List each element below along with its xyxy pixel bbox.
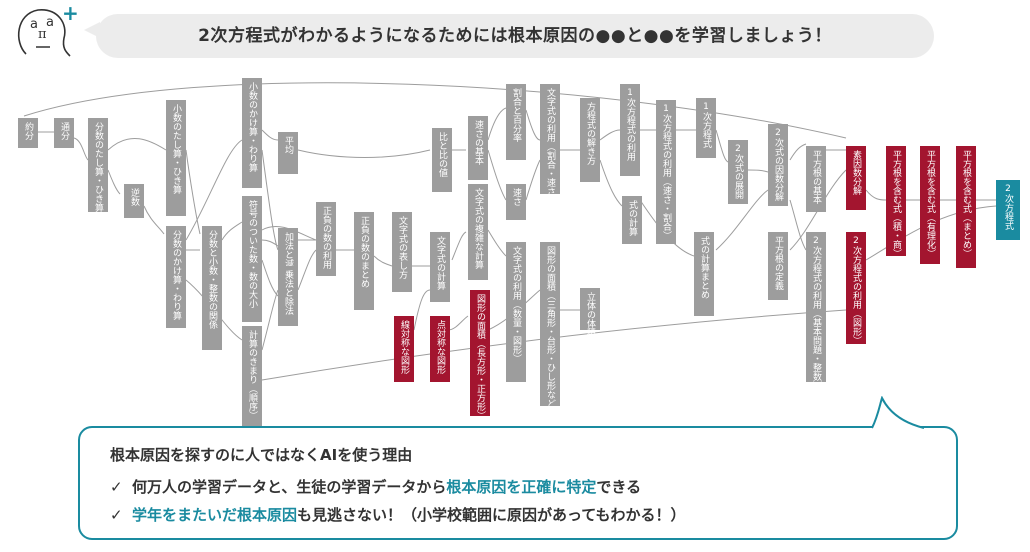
node-ratio[interactable]: 比と比の値 <box>432 128 452 192</box>
mascot-icon: a a π + <box>18 4 78 57</box>
node-prime-factorization[interactable]: 素因数分解 <box>846 146 866 210</box>
edge <box>525 159 541 201</box>
node-factorization[interactable]: 2次式の因数分解 <box>768 124 788 206</box>
edge <box>261 239 279 247</box>
edge <box>715 189 769 251</box>
node-expression-calc[interactable]: 文字式の計算 <box>430 232 450 302</box>
node-tsubun[interactable]: 通分 <box>54 118 74 148</box>
node-sqrt-expression-summary[interactable]: 平方根を含む式（まとめ） <box>956 146 976 268</box>
edge <box>487 229 507 257</box>
node-quadratic-equation[interactable]: 2次方程式 <box>996 180 1020 240</box>
node-speed-basics[interactable]: 速さの基本 <box>468 116 488 180</box>
node-quadratic-use-figure[interactable]: 2次方程式の利用（図形） <box>846 232 866 345</box>
edge <box>185 149 201 235</box>
edge <box>451 231 467 261</box>
edge <box>261 259 279 297</box>
check-icon: ✓ <box>110 478 123 496</box>
speech-bubble: 2次方程式がわかるようになるためには根本原因の●●と●●を学習しましょう！ <box>96 14 934 58</box>
edge <box>297 149 431 158</box>
node-sqrt-expression-rationalize[interactable]: 平方根を含む式（有理化） <box>920 146 940 264</box>
node-calculation-rules[interactable]: 計算のきまり（順序） <box>242 326 262 432</box>
node-fraction-mul-div[interactable]: 分数のかけ算・わり算 <box>166 226 186 328</box>
edge <box>143 205 165 235</box>
edge <box>107 169 121 195</box>
edge <box>107 137 167 151</box>
headline: 2次方程式がわかるようになるためには根本原因の●●と●●を学習しましょう！ <box>198 26 832 46</box>
edge <box>865 189 887 201</box>
edge <box>487 107 507 141</box>
edge <box>185 139 243 241</box>
node-line-symmetry[interactable]: 線対称な図形 <box>394 316 414 382</box>
node-square-root-basics[interactable]: 平方根の基本 <box>806 146 826 212</box>
mascot-pi: π <box>38 27 47 42</box>
reason-callout: 根本原因を探すのに人ではなくAIを使う理由 ✓ 何万人の学習データと、生徒の学習デ… <box>78 426 958 540</box>
node-addition-subtraction[interactable]: 加法と減法 <box>278 228 298 278</box>
reason-title: 根本原因を探すのに人ではなくAIを使う理由 <box>110 446 413 464</box>
edge <box>73 137 89 161</box>
node-equation-solving[interactable]: 方程式の解き方 <box>580 98 600 182</box>
node-fraction-decimal-integer[interactable]: 分数と小数・整数の関係 <box>202 226 222 350</box>
edge <box>447 315 469 331</box>
edge <box>525 109 541 141</box>
edge <box>715 129 729 163</box>
edge <box>599 129 621 141</box>
node-average[interactable]: 平均 <box>278 132 298 174</box>
node-expression-use-quantity[interactable]: 文字式の利用（数量・図形） <box>506 242 526 382</box>
node-complex-expression[interactable]: 文字式の複雑な計算 <box>468 184 488 280</box>
node-speed[interactable]: 速さ <box>506 184 526 220</box>
mascot-eye-left: a <box>30 17 38 32</box>
node-linear-equation-speed[interactable]: 1次方程式の利用（速さ・割合） <box>656 100 676 244</box>
reason-line-2-text: も見逃さない！（小学校範囲に原因があってもわかる！） <box>297 506 686 524</box>
node-square-root-definition[interactable]: 平方根の定義 <box>768 232 788 300</box>
node-signed-numbers[interactable]: 符号のついた数・数の大小 <box>242 196 262 322</box>
node-solid-volume[interactable]: 立体の体積 <box>580 288 600 337</box>
edge <box>487 149 507 201</box>
reason-line-2: ✓ 学年をまたいだ根本原因も見逃さない！（小学校範囲に原因があってもわかる！） <box>110 504 686 525</box>
node-linear-equation[interactable]: 1次方程式 <box>696 98 716 158</box>
edge <box>23 82 847 139</box>
edge <box>261 129 279 141</box>
node-area-triangle[interactable]: 図形の面積（三角形・台形・ひし形など） <box>540 242 560 417</box>
node-expression-use-speed[interactable]: 文字式の利用（割合・速さ） <box>540 84 560 205</box>
check-icon: ✓ <box>110 506 123 524</box>
mascot-eye-right: a <box>46 15 54 30</box>
reason-callout-tail <box>871 396 925 429</box>
node-expression-summary[interactable]: 式の計算まとめ <box>694 232 714 316</box>
node-reciprocal[interactable]: 逆数 <box>124 184 144 218</box>
node-signed-number-use[interactable]: 正負の数の利用 <box>316 202 336 276</box>
edge <box>413 289 431 331</box>
reason-line-2-highlight: 学年をまたいだ根本原因 <box>132 506 298 524</box>
mascot-plus-icon: + <box>62 4 78 25</box>
edge <box>789 199 807 251</box>
reason-line-1-highlight: 根本原因を正確に特定 <box>446 478 597 496</box>
node-quadratic-expansion[interactable]: 2次式の展開 <box>728 140 748 204</box>
reason-line-1-text: 何万人の学習データと、生徒の学習データから <box>132 478 447 496</box>
edge <box>599 159 623 207</box>
node-point-symmetry[interactable]: 点対称な図形 <box>430 316 450 382</box>
edge <box>261 309 847 381</box>
node-area-rectangle[interactable]: 図形の面積（長方形・正方形） <box>470 290 490 420</box>
reason-line-1-tail: できる <box>596 478 642 496</box>
edge <box>261 149 279 251</box>
edge <box>373 255 393 267</box>
reason-line-1: ✓ 何万人の学習データと、生徒の学習データから根本原因を正確に特定できる <box>110 476 641 497</box>
node-expression-calculation[interactable]: 式の計算 <box>622 196 642 244</box>
node-decimal-add-sub[interactable]: 小数のたし算・ひき算 <box>166 100 186 216</box>
edge <box>221 221 243 241</box>
node-multiplication-division[interactable]: 乗法と除法 <box>278 266 298 326</box>
edge <box>297 249 317 291</box>
node-expression-notation[interactable]: 文字式の表し方 <box>392 212 412 292</box>
node-decimal-mul-div[interactable]: 小数のかけ算・わり算 <box>242 78 262 188</box>
edge <box>261 289 279 351</box>
edge <box>789 143 807 161</box>
node-fraction-add-sub[interactable]: 分数のたし算・ひき算 <box>88 118 108 212</box>
node-signed-number-summary[interactable]: 正負の数のまとめ <box>354 212 374 310</box>
node-sqrt-expression-product[interactable]: 平方根を含む式（積・商） <box>886 146 906 258</box>
edge <box>747 169 769 173</box>
node-yakubun[interactable]: 約分 <box>18 118 38 148</box>
node-quadratic-use-basic[interactable]: 2次方程式の利用（基本問題・整数） <box>806 232 826 390</box>
node-linear-equation-use[interactable]: 1次方程式の利用 <box>620 84 640 176</box>
node-percentage[interactable]: 割合と百分率 <box>506 84 526 160</box>
